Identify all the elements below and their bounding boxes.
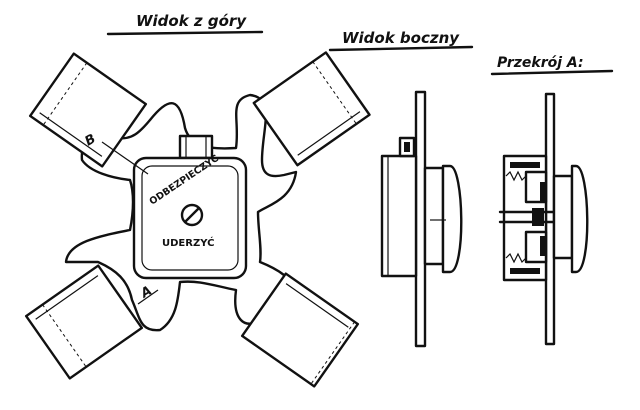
callout-a: A — [138, 283, 159, 305]
svg-text:Widok z góry: Widok z góry — [136, 12, 247, 30]
pad-lower-right — [240, 272, 360, 388]
section-view-drawing — [498, 92, 589, 346]
label-strike: UDERZYĆ — [162, 236, 214, 249]
pad-upper-left — [28, 52, 148, 168]
pad-lower-left — [24, 264, 144, 380]
svg-text:Przekrój A:: Przekrój A: — [497, 55, 584, 71]
heading-side-view: Widok boczny — [328, 29, 474, 52]
pad-upper-right — [252, 51, 371, 167]
fuse-face — [141, 165, 239, 271]
screw-icon — [180, 203, 204, 227]
top-clip — [178, 134, 214, 160]
heading-top-view: Widok z góry — [106, 12, 264, 36]
heading-section: Przekrój A: — [490, 55, 614, 76]
svg-text:A: A — [138, 283, 155, 302]
top-view-drawing: ODBEZPIECZYĆ UDERZYĆ B A — [24, 51, 371, 388]
device-outline — [64, 93, 298, 332]
svg-text:Widok boczny: Widok boczny — [342, 29, 460, 47]
side-view-drawing — [380, 90, 463, 348]
